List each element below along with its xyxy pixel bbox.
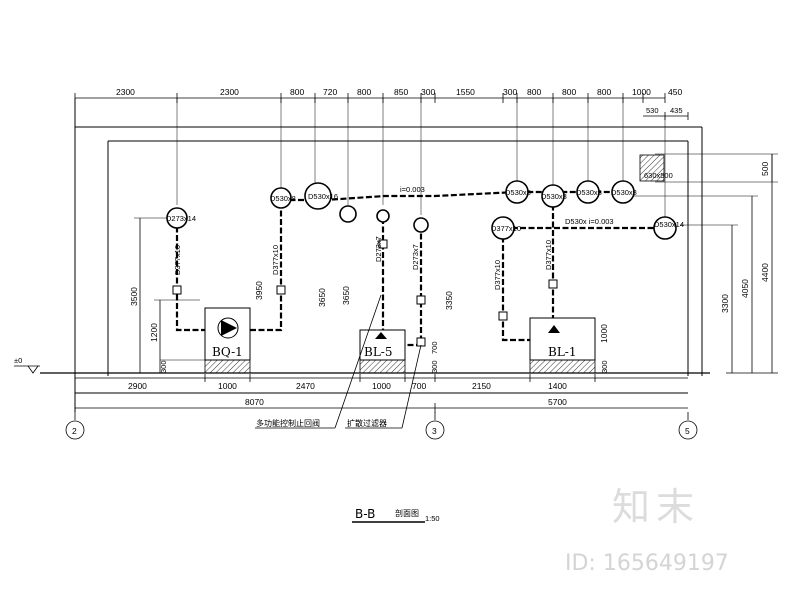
equipment-bl-1-label: BL-1 <box>548 345 576 359</box>
axis-marker-2-label: 2 <box>72 426 77 436</box>
top-dim-0: 2300 <box>116 87 135 97</box>
top-dim-row2-0: 530 <box>646 106 659 115</box>
vdim-left-total: 3500 <box>129 287 139 306</box>
watermark-id: ID: 165649197 <box>565 551 729 576</box>
ground-level-label: ±0 <box>14 356 22 365</box>
circle-label-0: D273x14 <box>166 214 196 223</box>
axis-marker-5-label: 5 <box>685 426 690 436</box>
vdim-left-base: 1200 <box>149 323 159 342</box>
vdim-left-ground: 300 <box>159 360 168 373</box>
bottom-dim-0: 2900 <box>128 381 147 391</box>
title-prefix: B-B <box>355 507 375 521</box>
equipment-bq-1: BQ-1 <box>204 307 251 361</box>
equipment-bl-1: BL-1 <box>529 317 596 361</box>
axis-markers <box>65 412 698 440</box>
left-dimension-lines <box>134 217 205 373</box>
equipment-bq-1-label: BQ-1 <box>212 345 243 359</box>
section-title: B-B 剖面图 1:50 <box>352 507 440 523</box>
axis-marker-3-label: 3 <box>432 426 437 436</box>
vdim-right-b: 4050 <box>740 279 750 298</box>
axis-marker-2 <box>65 420 85 440</box>
circle-label-5: D530x8 <box>576 188 602 197</box>
vdim-right-top: 500 <box>760 162 770 176</box>
pipe-label-4: D377x10 <box>493 260 502 290</box>
ground-level-mark <box>14 365 40 374</box>
vdim-bq-height: 3950 <box>254 281 264 300</box>
title-scale: 1:50 <box>425 514 440 523</box>
pipe-label-5: D377x10 <box>544 240 553 270</box>
bottom-dim-5: 2150 <box>472 381 491 391</box>
duct-label: 630x500 <box>644 171 673 180</box>
bottom-dimension-lines <box>75 374 688 413</box>
pipe-label-0: D377x10 <box>173 245 182 275</box>
axis-marker-5 <box>678 420 698 440</box>
bottom-dim-total-1: 8070 <box>245 397 264 407</box>
watermark-brand: 知末 <box>612 485 700 529</box>
vdim-bl5-right: 700 <box>430 341 439 354</box>
top-dim-2: 800 <box>290 87 304 97</box>
circle-label-3: D530x8 <box>505 188 531 197</box>
top-dim-4: 800 <box>357 87 371 97</box>
equipment-bl-5-label: BL-5 <box>364 345 392 359</box>
top-dim-12: 1000 <box>632 87 651 97</box>
circle-labels: D273x14 D530x8 D530x16 D530x8 D530x8 D53… <box>166 171 684 233</box>
foundations <box>204 359 596 374</box>
vdim-bl5-ground: 300 <box>430 360 439 373</box>
vdim-right-c: 4400 <box>760 263 770 282</box>
bottom-dim-total-2: 5700 <box>548 397 567 407</box>
pipe-label-1: D377x10 <box>271 245 280 275</box>
top-dim-5: 850 <box>394 87 408 97</box>
bottom-dim-1: 1000 <box>218 381 237 391</box>
top-dim-11: 800 <box>597 87 611 97</box>
top-dim-9: 800 <box>527 87 541 97</box>
pipe-labels: D377x10 D377x10 D273x7 D273x7 D377x10 D3… <box>173 236 553 290</box>
top-dim-10: 800 <box>562 87 576 97</box>
circle-label-1: D530x8 <box>270 194 296 203</box>
right-dimension-lines <box>625 153 778 374</box>
axis-marker-3 <box>425 420 445 440</box>
right-dimension-labels: 3300 4050 4400 500 <box>720 162 770 313</box>
vdim-bl1-right: 1000 <box>599 324 609 343</box>
top-dim-7: 1550 <box>456 87 475 97</box>
bottom-dim-6: 1400 <box>548 381 567 391</box>
top-dimension-labels: 2300 2300 800 720 800 850 300 1550 300 8… <box>116 87 683 115</box>
bottom-dim-3: 1000 <box>372 381 391 391</box>
circle-label-8: D530x14 <box>654 220 684 229</box>
top-dim-13: 450 <box>668 87 682 97</box>
vdim-mid-b: 3650 <box>341 286 351 305</box>
bottom-dim-2: 2470 <box>296 381 315 391</box>
vdim-mid-a: 3650 <box>317 288 327 307</box>
callout-leaders <box>255 294 422 429</box>
bottom-dimension-labels: 2900 1000 2470 1000 700 2150 1400 8070 5… <box>128 381 567 407</box>
vdim-bl5-height: 3350 <box>444 291 454 310</box>
top-dim-row2-1: 435 <box>670 106 683 115</box>
top-dim-1: 2300 <box>220 87 239 97</box>
callout-diffuser-filter: 扩散过滤器 <box>347 418 387 428</box>
top-dim-3: 720 <box>323 87 337 97</box>
equipment-bl-5: BL-5 <box>359 329 406 361</box>
circle-label-2: D530x16 <box>308 192 338 201</box>
air-duct-section <box>639 154 665 182</box>
top-dim-8: 300 <box>503 87 517 97</box>
circle-label-4: D530x8 <box>541 192 567 201</box>
left-dimension-labels: 3500 1200 300 3950 3650 3650 3350 700 30… <box>129 281 609 373</box>
circle-label-6: D530x8 <box>611 188 637 197</box>
pipe-sections <box>166 180 677 240</box>
top-dimension-line <box>74 93 689 220</box>
vdim-right-a: 3300 <box>720 294 730 313</box>
circle-label-7: D377x10 <box>491 224 521 233</box>
pipe-label-2: D273x7 <box>374 236 383 262</box>
pipe-label-3: D273x7 <box>411 244 420 270</box>
slope-label-1: i=0.003 <box>400 185 425 194</box>
callout-check-valve: 多功能控制止回阀 <box>256 418 320 428</box>
bottom-dim-4: 700 <box>412 381 426 391</box>
vdim-bl1-ground: 300 <box>600 360 609 373</box>
top-dim-6: 300 <box>421 87 435 97</box>
slope-label-2: D530x i=0.003 <box>565 217 614 226</box>
title-text: 剖面图 <box>395 508 419 518</box>
